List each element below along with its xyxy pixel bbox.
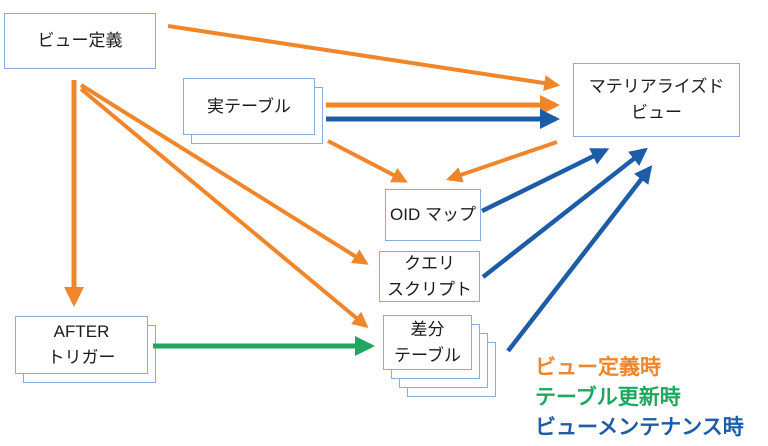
node-view-definition: ビュー定義 [4,13,156,69]
node-diff-table: 差分 テーブル [383,315,496,397]
node-after-trigger-label-line1: AFTER [53,322,110,341]
node-after-trigger-box: AFTER トリガー [15,316,148,374]
node-query-script: クエリ スクリプト [379,251,480,302]
edge-diff-table-to-materialized-view [506,165,653,353]
node-query-script-label-line2: スクリプト [387,279,472,299]
node-view-definition-box: ビュー定義 [4,13,156,69]
node-materialized-view-label-line1: マテリアライズド [588,77,725,96]
node-after-trigger: AFTER トリガー [15,316,156,383]
legend-item-table-update-time: テーブル更新時 [535,386,681,409]
node-real-table: 実テーブル [183,78,323,144]
node-oid-map-box: OID マップ [385,189,481,241]
legend-item-view-definition-time: ビュー定義時 [535,356,661,379]
edge-view-definition-to-materialized-view [167,24,561,91]
node-diff-table-box: 差分 テーブル [383,315,472,370]
edge-materialized-view-to-oid-map [445,140,558,183]
legend: ビュー定義時 テーブル更新時 ビューメンテナンス時 [535,353,744,443]
node-diff-table-label-line1: 差分 [410,319,445,339]
node-oid-map: OID マップ [385,189,481,241]
node-diff-table-label-line2: テーブル [394,345,461,365]
edge-real-table-to-oid-map [327,139,408,183]
node-query-script-box: クエリ スクリプト [379,251,480,302]
node-materialized-view-label-line2: ビュー [631,103,682,122]
node-materialized-view: マテリアライズド ビュー [573,63,740,137]
node-view-definition-label: ビュー定義 [37,31,123,50]
legend-item-view-maintenance-time: ビューメンテナンス時 [535,416,744,439]
node-oid-map-label: OID マップ [390,205,476,224]
edge-query-script-to-materialized-view [481,147,648,279]
node-real-table-box: 実テーブル [183,78,315,135]
node-query-script-label-line1: クエリ [404,253,455,273]
node-after-trigger-label-line2: トリガー [47,348,116,367]
edge-oid-map-to-materialized-view [481,147,610,214]
node-materialized-view-box: マテリアライズド ビュー [573,63,740,137]
node-real-table-label: 実テーブル [207,96,291,116]
